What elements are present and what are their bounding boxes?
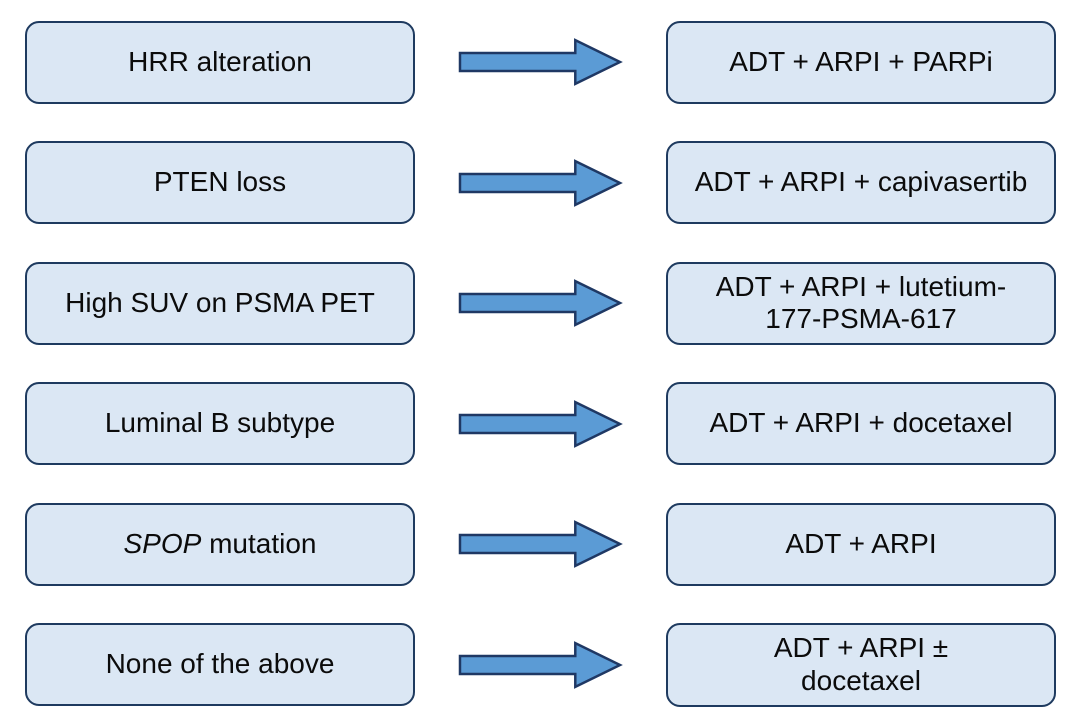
condition-label: Luminal B subtype — [104, 407, 336, 439]
condition-label: SPOP mutation — [124, 528, 317, 561]
right-arrow-icon — [458, 399, 623, 448]
condition-box-hrr: HRR alteration — [25, 20, 415, 104]
treatment-box-pten: ADT + ARPI + capivasertib — [666, 141, 1056, 225]
diagram-row-spop: SPOP mutation ADT + ARPI — [25, 484, 1056, 605]
condition-label: PTEN loss — [153, 166, 287, 198]
diagram-row-none: None of the above ADT + ARPI ± docetaxel — [25, 605, 1056, 726]
condition-box-spop: SPOP mutation — [25, 502, 415, 586]
condition-label-rest: mutation — [201, 527, 317, 559]
treatment-box-spop: ADT + ARPI — [666, 502, 1056, 586]
gene-name-italic: SPOP — [123, 527, 202, 559]
diagram-row-psma: High SUV on PSMA PET ADT + ARPI + luteti… — [25, 243, 1056, 364]
diagram-row-luminal: Luminal B subtype ADT + ARPI + docetaxel — [25, 364, 1056, 485]
treatment-box-none: ADT + ARPI ± docetaxel — [666, 623, 1056, 707]
treatment-label: ADT + ARPI + capivasertib — [694, 166, 1028, 198]
treatment-label: ADT + ARPI + lutetium- 177-PSMA-617 — [715, 270, 1007, 335]
condition-box-psma: High SUV on PSMA PET — [25, 261, 415, 345]
treatment-label: ADT + ARPI ± docetaxel — [773, 632, 949, 696]
condition-box-luminal: Luminal B subtype — [25, 382, 415, 466]
right-arrow-icon — [458, 520, 623, 569]
treatment-label: ADT + ARPI + docetaxel — [709, 407, 1013, 439]
right-arrow-icon — [458, 38, 623, 87]
right-arrow-icon — [458, 640, 623, 689]
condition-label: High SUV on PSMA PET — [65, 286, 375, 318]
diagram-row-hrr: HRR alteration ADT + ARPI + PARPi — [25, 2, 1056, 123]
condition-label: None of the above — [105, 648, 335, 680]
treatment-box-psma: ADT + ARPI + lutetium- 177-PSMA-617 — [666, 261, 1056, 345]
right-arrow-icon — [458, 279, 623, 328]
diagram-row-pten: PTEN loss ADT + ARPI + capivasertib — [25, 123, 1056, 244]
condition-box-none: None of the above — [25, 623, 415, 707]
condition-label: HRR alteration — [128, 45, 312, 77]
treatment-box-hrr: ADT + ARPI + PARPi — [666, 20, 1056, 104]
treatment-box-luminal: ADT + ARPI + docetaxel — [666, 382, 1056, 466]
treatment-label: ADT + ARPI + PARPi — [729, 45, 993, 77]
condition-box-pten: PTEN loss — [25, 141, 415, 225]
treatment-label: ADT + ARPI — [785, 527, 937, 559]
right-arrow-icon — [458, 158, 623, 207]
